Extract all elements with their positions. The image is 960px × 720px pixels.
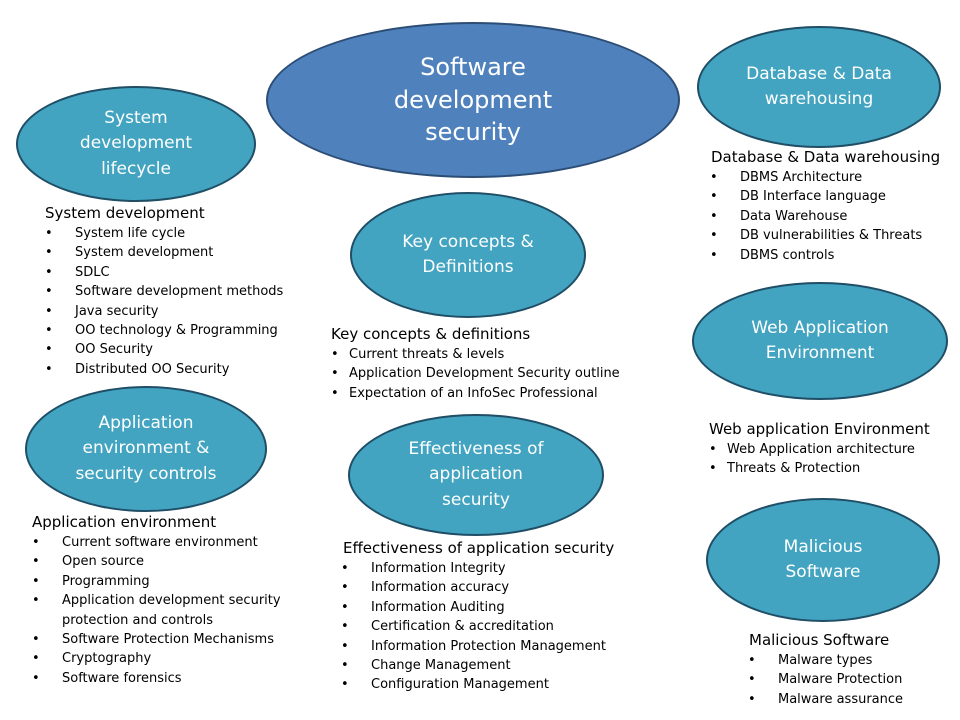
key-concepts-ellipse: Key concepts & Definitions bbox=[350, 192, 586, 318]
list-item: Distributed OO Security bbox=[45, 360, 283, 380]
list-item: Configuration Management bbox=[341, 675, 614, 695]
list-title: Database & Data warehousing bbox=[711, 148, 941, 166]
list-item: OO Security bbox=[45, 340, 283, 360]
list-item: Web Application architecture bbox=[709, 440, 930, 460]
list-item: Open source bbox=[32, 552, 281, 572]
list-item: Information Protection Management bbox=[341, 637, 614, 657]
list-title: Malicious Software bbox=[749, 631, 890, 649]
effectiveness-label: Effectiveness of application security bbox=[408, 438, 544, 510]
list-item: DB vulnerabilities & Threats bbox=[710, 226, 940, 246]
list-item: DB Interface language bbox=[710, 187, 940, 207]
list-title: Application environment bbox=[32, 513, 217, 531]
list-item: Information Integrity bbox=[341, 559, 614, 579]
web-app-label: Web Application Environment bbox=[751, 317, 889, 364]
list-item: Software forensics bbox=[32, 669, 281, 689]
list-item: DBMS Architecture bbox=[710, 168, 940, 188]
list-item: Malware Protection bbox=[748, 670, 903, 690]
list-title: Key concepts & definitions bbox=[331, 325, 531, 343]
web-app-ellipse: Web Application Environment bbox=[692, 282, 948, 400]
database-label: Database & Data warehousing bbox=[746, 63, 892, 110]
list-item: Software development methods bbox=[45, 282, 283, 302]
list-item: Malware types bbox=[748, 651, 903, 671]
list-item: Threats & Protection bbox=[709, 459, 930, 479]
malicious-label: Malicious Software bbox=[783, 536, 863, 583]
app-env-ellipse: Application environment & security contr… bbox=[25, 386, 267, 512]
list-item: Application Development Security outline bbox=[331, 364, 620, 384]
list-item: Expectation of an InfoSec Professional bbox=[331, 384, 620, 404]
list-item: Cryptography bbox=[32, 649, 281, 669]
list-item: Programming bbox=[32, 572, 281, 592]
list-item: Current software environment bbox=[32, 533, 281, 553]
web-app-list: Web application Environment Web Applicat… bbox=[709, 420, 930, 479]
list-item: SDLC bbox=[45, 263, 283, 283]
database-ellipse: Database & Data warehousing bbox=[697, 26, 941, 148]
list-item: Software Protection Mechanisms bbox=[32, 630, 281, 650]
list-item: Change Management bbox=[341, 656, 614, 676]
sdlc-ellipse: System development lifecycle bbox=[16, 86, 256, 202]
list-item: Information Auditing bbox=[341, 598, 614, 618]
key-concepts-label: Key concepts & Definitions bbox=[402, 231, 534, 278]
list-item: Information accuracy bbox=[341, 578, 614, 598]
list-title: Effectiveness of application security bbox=[343, 539, 615, 557]
list-item: System development bbox=[45, 243, 283, 263]
main-topic-label: Software development security bbox=[393, 53, 553, 147]
list-item: Certification & accreditation bbox=[341, 617, 614, 637]
main-topic-ellipse: Software development security bbox=[266, 22, 680, 178]
list-title: Web application Environment bbox=[709, 420, 930, 438]
app-env-list: Application environment Current software… bbox=[32, 513, 281, 689]
list-item: System life cycle bbox=[45, 224, 283, 244]
list-item: Java security bbox=[45, 302, 283, 322]
malicious-list: Malicious Software Malware types Malware… bbox=[748, 631, 903, 710]
list-item: Data Warehouse bbox=[710, 207, 940, 227]
effectiveness-list: Effectiveness of application security In… bbox=[341, 539, 615, 695]
database-list: Database & Data warehousing DBMS Archite… bbox=[710, 148, 941, 266]
list-item: Malware assurance bbox=[748, 690, 903, 710]
system-development-list: System development System life cycle Sys… bbox=[45, 204, 283, 380]
sdlc-label: System development lifecycle bbox=[79, 107, 193, 179]
list-item: DBMS controls bbox=[710, 246, 940, 266]
malicious-ellipse: Malicious Software bbox=[706, 498, 940, 622]
list-title: System development bbox=[45, 204, 205, 222]
list-item: Application development security protect… bbox=[32, 591, 281, 630]
list-item: OO technology & Programming bbox=[45, 321, 283, 341]
effectiveness-ellipse: Effectiveness of application security bbox=[348, 414, 604, 536]
key-concepts-list: Key concepts & definitions Current threa… bbox=[331, 325, 620, 404]
app-env-label: Application environment & security contr… bbox=[75, 412, 217, 484]
list-item: Current threats & levels bbox=[331, 345, 620, 365]
